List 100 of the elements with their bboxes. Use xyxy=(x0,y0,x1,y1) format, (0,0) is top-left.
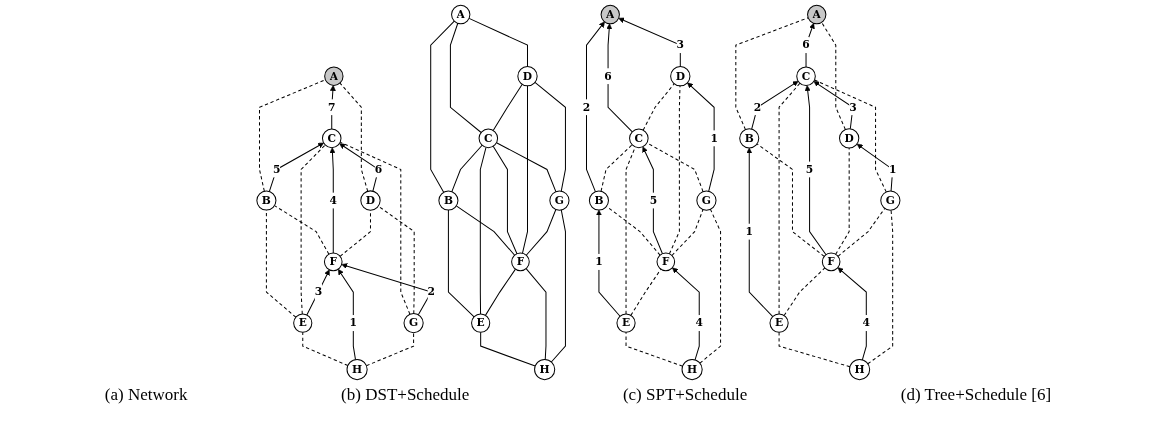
node-circle: C xyxy=(321,128,342,149)
node-circle: B xyxy=(255,190,277,211)
node-circle: D xyxy=(359,190,381,211)
node-circle: H xyxy=(848,359,870,381)
edge-label: 4 xyxy=(862,316,870,330)
connector xyxy=(300,144,326,315)
connector xyxy=(778,331,850,368)
connector xyxy=(671,209,704,256)
connector xyxy=(625,146,636,315)
connector xyxy=(450,144,483,193)
connector xyxy=(468,17,528,68)
caption: (c) SPT+Schedule xyxy=(622,385,748,405)
arrow xyxy=(268,142,324,192)
node-circle: E xyxy=(292,313,312,333)
connector xyxy=(820,21,846,130)
edge-label: 6 xyxy=(801,38,810,52)
edge-label: 4 xyxy=(329,193,337,207)
arrow xyxy=(804,85,827,256)
edge-label: 3 xyxy=(676,38,684,52)
arrow xyxy=(813,81,853,130)
caption: (b) DST+Schedule xyxy=(341,385,470,405)
connector xyxy=(479,146,487,315)
node-circle: C xyxy=(795,66,816,86)
connector xyxy=(837,207,885,257)
edge-label: 7 xyxy=(327,100,336,114)
connector xyxy=(783,267,825,316)
connector xyxy=(625,331,683,367)
edge-label: 4 xyxy=(695,316,703,330)
edge-label: 6 xyxy=(603,69,612,83)
node-circle: F xyxy=(510,252,530,272)
caption: (a) Network xyxy=(104,385,188,405)
arrow xyxy=(338,143,379,192)
connector xyxy=(550,209,566,363)
connector xyxy=(484,268,516,316)
arrow xyxy=(305,269,330,316)
arrow xyxy=(837,267,867,361)
edge-label: 1 xyxy=(594,255,603,268)
node-circle: D xyxy=(669,66,691,87)
edge-label: 2 xyxy=(427,285,435,299)
connector xyxy=(258,79,326,192)
connector xyxy=(525,208,556,256)
node-circle: F xyxy=(656,252,675,272)
node-circle: F xyxy=(323,252,343,272)
arrow xyxy=(671,267,700,361)
connector xyxy=(521,85,528,254)
edge-label: 1 xyxy=(709,131,718,145)
node-circle: E xyxy=(470,313,490,333)
edge-label: 2 xyxy=(582,100,590,114)
node-circle: H xyxy=(346,359,368,381)
arrow xyxy=(337,268,356,361)
arrow xyxy=(750,80,799,130)
connector xyxy=(534,81,566,192)
arrow xyxy=(745,147,773,318)
edge-label: 1 xyxy=(745,224,753,238)
connector xyxy=(449,22,482,133)
edge-label: 5 xyxy=(805,162,813,176)
connector xyxy=(646,142,704,193)
connector xyxy=(834,147,850,255)
node-circle: H xyxy=(681,359,703,381)
arrow xyxy=(605,23,633,133)
caption: (d) Tree+Schedule [6] xyxy=(900,385,1052,405)
node-circle: G xyxy=(695,190,717,211)
connector xyxy=(492,83,523,131)
node-circle: C xyxy=(478,128,498,149)
connector xyxy=(479,331,536,367)
node-circle: H xyxy=(533,359,555,381)
edge-label: 3 xyxy=(314,285,322,299)
connector xyxy=(600,144,633,192)
node-circle: A xyxy=(323,66,344,86)
node-circle: F xyxy=(821,252,841,272)
node-circle: A xyxy=(600,4,620,25)
node-circle: B xyxy=(437,190,459,211)
arrow xyxy=(618,17,681,68)
connector xyxy=(273,205,329,255)
edge-label: 6 xyxy=(374,162,382,176)
node-circle: B xyxy=(588,190,609,211)
connector xyxy=(699,208,721,364)
arrow xyxy=(641,146,663,255)
connector xyxy=(525,268,547,360)
edge-label: 1 xyxy=(349,316,357,330)
node-circle: D xyxy=(838,128,859,149)
node-circle: C xyxy=(628,128,649,149)
connector xyxy=(455,205,515,256)
connector xyxy=(813,79,887,193)
arrow xyxy=(595,209,621,317)
arrow xyxy=(856,143,893,192)
connector xyxy=(734,17,809,131)
node-circle: G xyxy=(879,190,901,211)
node-circle: G xyxy=(403,313,424,334)
node-circle: B xyxy=(738,128,759,149)
arrow xyxy=(686,82,715,192)
connector xyxy=(642,83,675,131)
node-circle: G xyxy=(548,190,570,211)
node-circle: E xyxy=(769,313,789,333)
node-circle: E xyxy=(616,313,636,333)
edge-label: 3 xyxy=(848,100,857,114)
arrow xyxy=(329,85,336,130)
connector xyxy=(756,143,825,257)
edge-label: 5 xyxy=(272,162,280,176)
node-circle: D xyxy=(516,66,538,87)
